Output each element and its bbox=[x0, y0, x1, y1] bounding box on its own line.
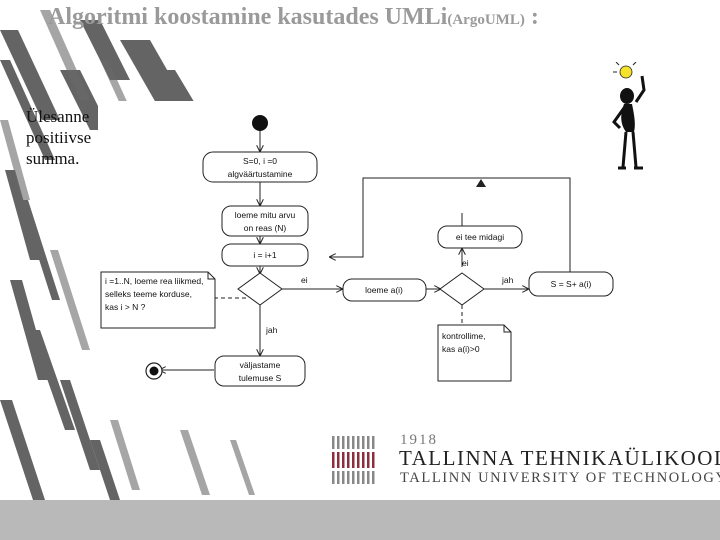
page-title: Algoritmi koostamine kasutades UMLi(Argo… bbox=[48, 4, 539, 31]
increment-box bbox=[221, 243, 309, 267]
positive-decision bbox=[439, 272, 485, 306]
task-line-3: summa. bbox=[26, 149, 80, 168]
activity-diagram: S=0, i =0 algväärtustamine loeme mitu ar… bbox=[98, 101, 614, 391]
increment-label: i = i+1 bbox=[253, 250, 276, 260]
init-box bbox=[202, 151, 318, 183]
noop-label: ei tee midagi bbox=[456, 232, 504, 242]
loop-note bbox=[100, 271, 216, 329]
read-n-box bbox=[221, 205, 309, 237]
task-line-1: Ülesanne bbox=[26, 107, 90, 126]
task-text: Ülesanne positiivse summa. bbox=[26, 106, 100, 169]
idea-figure-icon bbox=[612, 62, 646, 170]
read-n-line-2: on reas (N) bbox=[244, 223, 287, 233]
sum-box bbox=[528, 271, 614, 297]
title-colon: : bbox=[524, 4, 539, 30]
init-box-line-2: algväärtustamine bbox=[228, 169, 293, 179]
check-note-line-1: kontrollime, bbox=[442, 331, 485, 341]
output-line-2: tulemuse S bbox=[239, 373, 282, 383]
loop-note-line-2: selleks teeme korduse, bbox=[105, 289, 192, 299]
university-logo-icon bbox=[332, 436, 375, 484]
title-suffix: (ArgoUML) bbox=[447, 12, 525, 28]
output-line-1: väljastame bbox=[240, 360, 281, 370]
check-note-line-2: kas a(i)>0 bbox=[442, 344, 480, 354]
university-name-et: TALLINNA TEHNIKAÜLIKOOL bbox=[399, 446, 720, 470]
university-name-en: TALLINN UNIVERSITY OF TECHNOLOGY bbox=[400, 470, 720, 486]
check-note bbox=[437, 324, 512, 382]
loop-decision bbox=[237, 272, 283, 306]
sum-label: S = S+ a(i) bbox=[551, 279, 592, 289]
guard-ei-1: ei bbox=[301, 275, 308, 285]
guard-jah-2: jah bbox=[501, 275, 514, 285]
guard-jah-1: jah bbox=[265, 325, 278, 335]
loop-note-line-3: kas i > N ? bbox=[105, 302, 146, 312]
loop-note-line-1: i =1..N, loeme rea liikmed, bbox=[105, 276, 204, 286]
output-box bbox=[214, 355, 306, 387]
logo-year: 1918 bbox=[400, 432, 438, 448]
guard-ei-2: ei bbox=[462, 258, 469, 268]
read-a-box bbox=[342, 278, 427, 302]
read-a-label: loeme a(i) bbox=[365, 285, 403, 295]
read-n-line-1: loeme mitu arvu bbox=[235, 210, 296, 220]
init-box-line-1: S=0, i =0 bbox=[243, 156, 277, 166]
noop-box bbox=[437, 225, 523, 249]
start-node bbox=[252, 115, 268, 131]
footer-bar bbox=[0, 500, 720, 540]
task-line-2: positiivse bbox=[26, 128, 92, 147]
title-main: Algoritmi koostamine kasutades UMLi bbox=[48, 4, 448, 30]
